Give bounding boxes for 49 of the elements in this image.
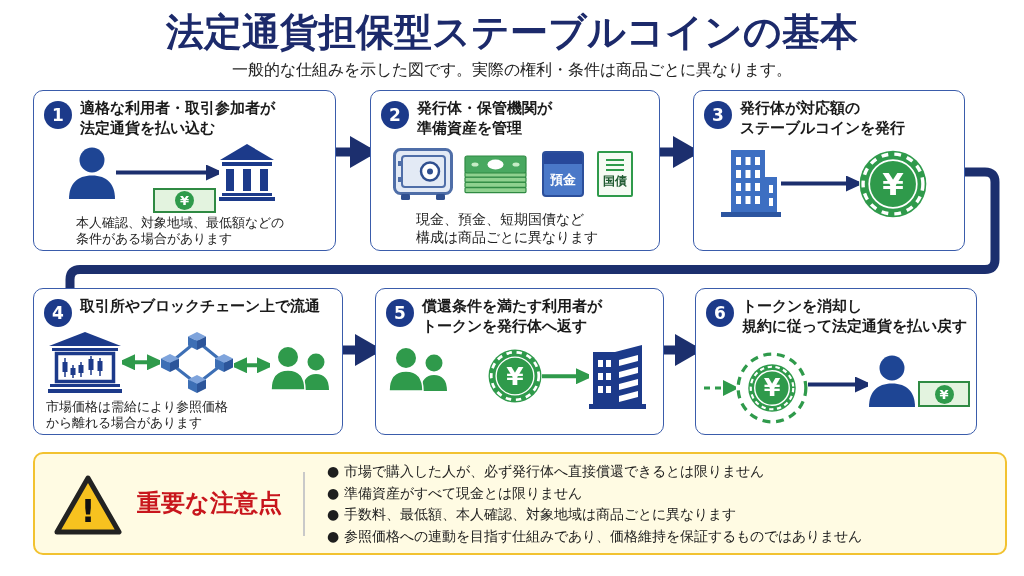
step-heading: 取引所やブロックチェーン上で流通 [80,296,320,316]
caution-item: ● 参照価格への連動を目指す仕組みであり、価格維持を保証するものではありません [327,526,862,546]
number-badge: 6 [706,299,734,327]
caution-item: ● 市場で購入した人が、必ず発行体へ直接償還できるとは限りません [327,462,764,481]
step-card [370,90,660,251]
candlestick-chart-building-icon [48,331,122,393]
caution-item: ● 手数料、最低額、本人確認、対象地域は商品ごとに異なります [327,505,736,524]
yen-coin: ¥ [859,150,927,218]
step-note: 市場価格は需給により参照価格から離れる場合があります [46,399,228,432]
bond-document: 国債 [597,151,633,197]
number-badge: 2 [381,101,409,129]
step-note: 本人確認、対象地域、最低額などの条件がある場合があります [76,215,284,248]
deposit-card: 預金 [542,151,584,197]
diagram-title: 法定通貨担保型ステーブルコインの基本 [166,9,858,55]
step-note: 現金、預金、短期国債など構成は商品ごとに異なります [416,211,598,246]
safe-icon [393,148,453,201]
warning-sign: ! [54,474,122,536]
office-building-icon [721,149,781,217]
subtitle: 一般的な仕組みを示した図です。実際の権利・条件は商品ごとに異なります。 [232,60,792,81]
connector-line [65,167,1000,289]
people-icon [388,347,448,391]
person-icon [68,147,116,199]
step-heading: 適格な利用者・取引参加者が法定通貨を払い込む [80,98,275,138]
step-card [375,288,664,435]
number-badge: 5 [386,299,414,327]
step-card [33,90,336,251]
number-badge: 1 [44,101,72,129]
bank-building-icon [219,143,275,201]
step-heading: 発行体・保管機関が準備資産を管理 [417,98,552,138]
step-card [695,288,977,435]
caution-heading: 重要な注意点 [137,488,282,519]
step-heading: 償還条件を満たす利用者がトークンを発行体へ返す [422,296,602,336]
number-badge: 3 [704,101,732,129]
step-heading: 発行体が対応額のステーブルコインを発行 [740,98,905,138]
people-icon [270,346,330,390]
cash-stack-icon [463,154,528,195]
number-badge: 4 [44,299,72,327]
step-card [693,90,965,251]
yen-coin: ¥ [488,349,542,403]
blockchain-icon [160,331,234,394]
office-building-icon [589,344,646,409]
caution-item: ● 準備資産がすべて現金とは限りません [327,483,582,503]
step-card [33,288,343,435]
caution-box [33,452,1007,555]
person-icon [868,355,916,407]
step-heading: トークンを消却し規約に従って法定通貨を払い戻す [742,296,967,336]
yen-coin: ¥ [736,352,808,424]
banknote: ¥ [153,188,216,213]
banknote: ¥ [918,381,970,407]
